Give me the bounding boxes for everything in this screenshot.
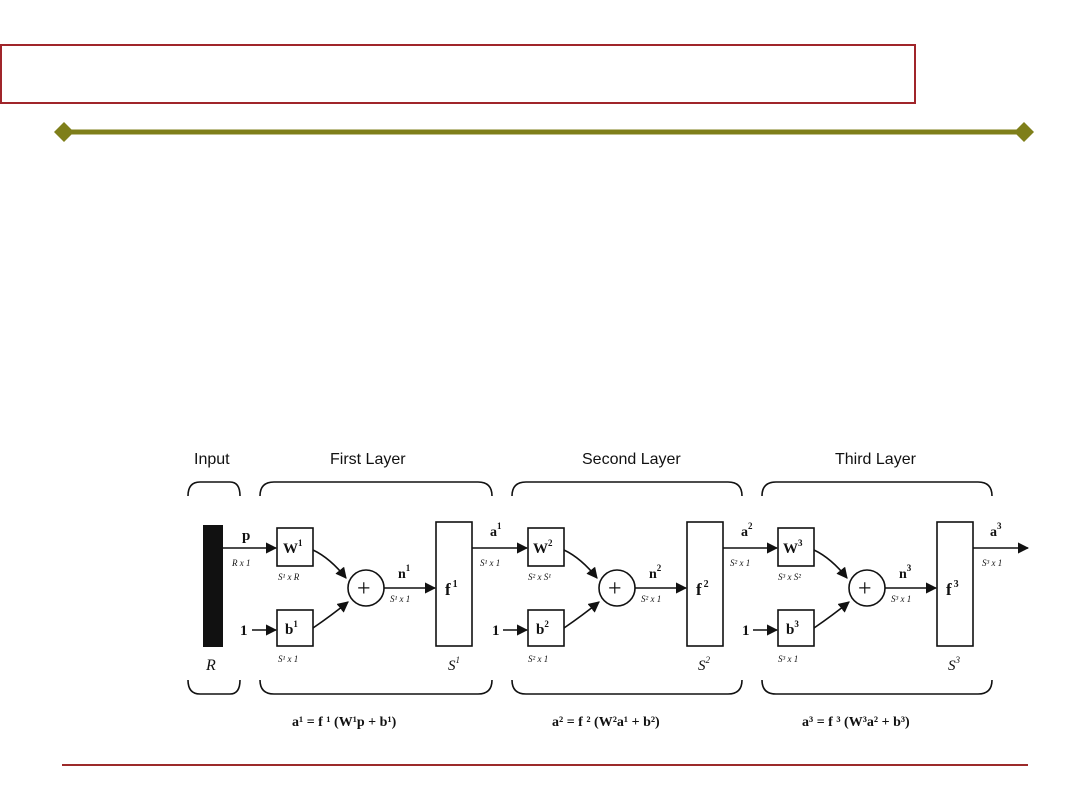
layer1-top-brace — [259, 481, 493, 497]
layer2-bias-to-sum — [563, 601, 600, 629]
bottom-divider — [62, 764, 1028, 766]
layer3-top-brace — [761, 481, 993, 497]
layer3-size-label: S3 — [948, 655, 961, 674]
input-top-brace — [187, 481, 241, 497]
layer1-output-label: a1 — [490, 521, 502, 540]
layer2-weight-dim: S² x S¹ — [528, 572, 551, 582]
layer2-equation: a² = f ² (W²a¹ + b²) — [552, 715, 660, 730]
layer1-bias-dim: S¹ x 1 — [278, 654, 298, 664]
layer2-output-label: a2 — [741, 521, 753, 540]
layer3-net-dim: S³ x 1 — [891, 594, 911, 604]
layer2-bias-label: b2 — [536, 619, 549, 638]
layer3-equation: a³ = f ³ (W³a² + b³) — [802, 715, 910, 730]
layer3-bias-input: 1 — [742, 623, 750, 639]
second-layer-header: Second Layer — [582, 451, 681, 468]
layer3-bias-dim: S³ x 1 — [778, 654, 798, 664]
layer2-summer-symbol: + — [608, 576, 622, 602]
layer3-weight-label: W3 — [783, 538, 803, 557]
layer1-output-dim: S¹ x 1 — [480, 558, 500, 568]
layer1-transfer-block — [435, 521, 473, 647]
layer2-transfer-block — [686, 521, 724, 647]
layer2-weight-label: W2 — [533, 538, 553, 557]
layer3-weight-block — [777, 527, 815, 567]
layer1-bias-label: b1 — [285, 619, 298, 638]
layer2-size-label: S2 — [698, 655, 711, 674]
layer1-size-label: S1 — [448, 655, 460, 674]
layer3-weight-dim: S³ x S² — [778, 572, 801, 582]
slide-title-box — [0, 44, 916, 104]
three-layer-network-diagram: Input First Layer Second Layer Third Lay… — [187, 451, 1030, 730]
layer3-transfer-block — [936, 521, 974, 647]
input-size-label: R — [205, 657, 216, 674]
layer3-output-label: a3 — [990, 521, 1002, 540]
layer2-bottom-brace — [511, 679, 743, 695]
layer3-weight-to-sum — [813, 549, 848, 579]
layer2-net-label: n2 — [649, 563, 662, 582]
olive-divider — [54, 122, 1034, 142]
layer1-equation: a¹ = f ¹ (W¹p + b¹) — [292, 715, 397, 730]
layer2-net-dim: S² x 1 — [641, 594, 661, 604]
layer1-summer-symbol: + — [357, 576, 371, 602]
layer1-bias-to-sum — [312, 601, 349, 629]
layer1-weight-block — [276, 527, 314, 567]
layer2-weight-block — [527, 527, 565, 567]
left-diamond-icon — [54, 122, 74, 142]
input-header: Input — [194, 451, 230, 468]
layer2-output-dim: S² x 1 — [730, 558, 750, 568]
layer1-weight-dim: S¹ x R — [278, 572, 300, 582]
layer3-summer-symbol: + — [858, 576, 872, 602]
layer1-bias-input: 1 — [240, 623, 248, 639]
layer2-top-brace — [511, 481, 743, 497]
layer3-bias-to-sum — [813, 601, 850, 629]
layer3-output-dim: S³ x 1 — [982, 558, 1002, 568]
layer1-net-label: n1 — [398, 563, 411, 582]
input-p-dim: R x 1 — [231, 558, 251, 568]
third-layer-header: Third Layer — [835, 451, 917, 468]
layer2-bias-input: 1 — [492, 623, 500, 639]
layer2-weight-to-sum — [563, 549, 598, 579]
layer1-weight-to-sum — [312, 549, 347, 579]
layer1-net-dim: S¹ x 1 — [390, 594, 410, 604]
input-bottom-brace — [187, 679, 241, 695]
layer3-bottom-brace — [761, 679, 993, 695]
layer2-bias-dim: S² x 1 — [528, 654, 548, 664]
layer1-bottom-brace — [259, 679, 493, 695]
right-diamond-icon — [1014, 122, 1034, 142]
input-p-label: p — [242, 528, 250, 544]
layer3-bias-label: b3 — [786, 619, 799, 638]
first-layer-header: First Layer — [330, 451, 406, 468]
input-vector-bar — [203, 525, 223, 647]
layer1-weight-label: W1 — [283, 538, 303, 557]
layer3-net-label: n3 — [899, 563, 912, 582]
